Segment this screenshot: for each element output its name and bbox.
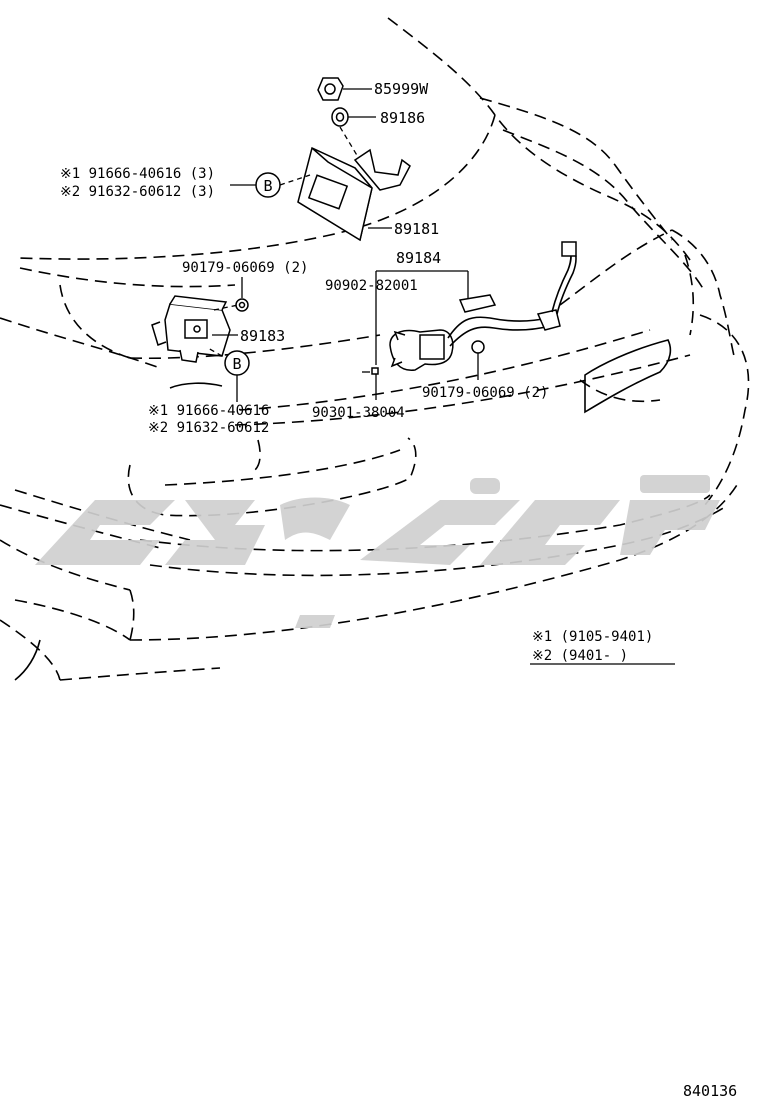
label-90179-left: 90179-06069 (2) [182, 260, 308, 276]
grommet-89186 [331, 107, 376, 158]
nut-90179-left [235, 277, 249, 312]
callout-b-top: B [230, 172, 311, 198]
applicability-legend: ※1 (9105-9401) ※2 (9401- ) [530, 629, 675, 665]
legend-line1: ※1 (9105-9401) [532, 629, 653, 645]
label-90301-38004: 90301-38004 [312, 405, 405, 421]
callout-bottom-line1: ※1 91666-40616 [148, 403, 269, 419]
callout-top-line1: ※1 91666-40616 (3) [60, 166, 215, 182]
callout-top-line2: ※2 91632-60612 (3) [60, 184, 215, 200]
label-89186: 89186 [380, 109, 425, 127]
label-85999w: 85999W [374, 80, 429, 98]
callout-marker-bottom: B [232, 355, 241, 373]
watermark-logo [35, 475, 720, 628]
callout-b-bottom: B [207, 347, 250, 402]
label-89183: 89183 [240, 327, 285, 345]
relay-89183 [151, 295, 239, 363]
label-90179-right: 90179-06069 (2) [422, 385, 548, 401]
clip-85999w [317, 77, 372, 101]
callout-marker-top: B [263, 177, 272, 195]
label-89184: 89184 [396, 249, 441, 267]
label-89181: 89181 [394, 220, 439, 238]
computer-unit-89181 [297, 146, 411, 242]
figure-id: 840136 [683, 1082, 737, 1100]
sensor-assembly-89184 [362, 241, 577, 400]
legend-line2: ※2 (9401- ) [532, 648, 628, 664]
label-90902-82001: 90902-82001 [325, 278, 418, 294]
callout-bottom-line2: ※2 91632-60612 [148, 420, 269, 436]
